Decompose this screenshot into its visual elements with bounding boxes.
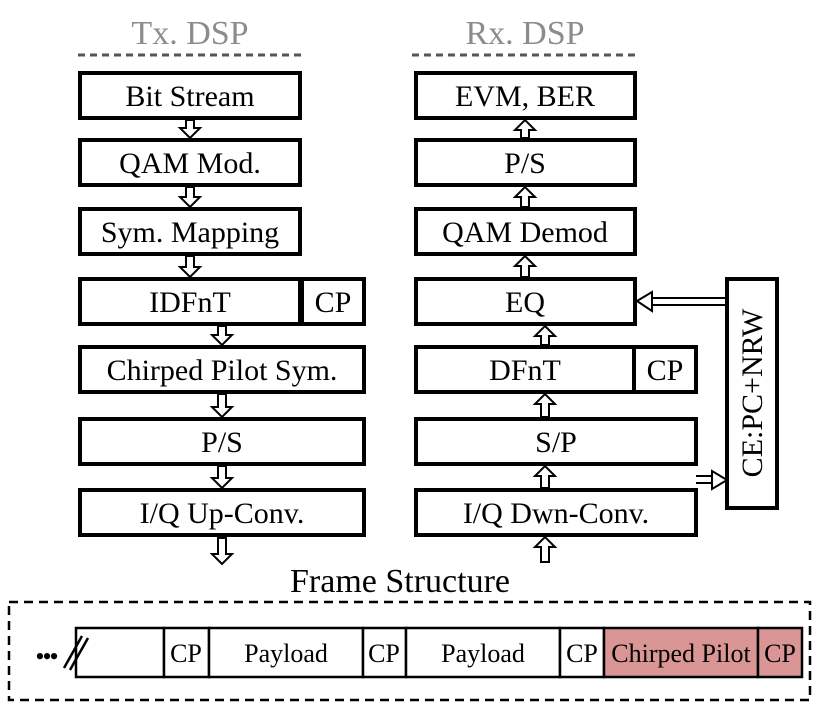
rx-block-label: S/P xyxy=(535,426,577,459)
rx-block-label: P/S xyxy=(504,147,546,180)
down-arrow-icon xyxy=(209,393,235,419)
up-arrow-icon xyxy=(532,392,558,418)
down-arrow-icon xyxy=(177,119,203,140)
svg-text:Chirped Pilot: Chirped Pilot xyxy=(611,639,751,668)
frame-cell-payload: Payload xyxy=(404,626,562,679)
right-arrow-icon xyxy=(711,469,729,491)
left-arrow-icon xyxy=(635,290,653,313)
tx-block-sym-mapping: Sym. Mapping xyxy=(78,207,302,256)
ce-to-eq-arrow xyxy=(635,290,727,313)
tx-block-iq-up-conv: I/Q Up-Conv. xyxy=(78,488,366,537)
rx-block-label: QAM Demod xyxy=(442,216,608,249)
down-arrow-icon xyxy=(209,325,235,347)
rx-title: Rx. DSP xyxy=(465,15,584,52)
svg-text:CP: CP xyxy=(566,639,598,668)
rx-block-iq-dwn-conv: I/Q Dwn-Conv. xyxy=(414,488,698,537)
frame-cell-cp: CP xyxy=(361,626,408,679)
up-arrow-icon xyxy=(512,254,538,278)
tx-block-label: P/S xyxy=(201,426,243,459)
sp-to-ce-arrow xyxy=(696,469,729,491)
rx-block-label: DFnT xyxy=(489,354,561,387)
svg-text:CP: CP xyxy=(764,639,796,668)
frame-cell-cp: CP xyxy=(162,626,211,679)
frame-cell-cp: CP xyxy=(558,626,606,679)
rx-block-label: EVM, BER xyxy=(455,80,595,113)
rx-block-evm-ber: EVM, BER xyxy=(414,71,637,120)
frame-cell-cp-pilot: CP xyxy=(756,626,804,679)
up-arrow-icon xyxy=(512,185,538,208)
frame-cell-chirped-pilot: Chirped Pilot xyxy=(602,626,760,679)
down-arrow-icon xyxy=(209,537,235,566)
tx-block-label: Sym. Mapping xyxy=(101,216,279,249)
svg-text:Payload: Payload xyxy=(244,639,328,668)
tx-block-bit-stream: Bit Stream xyxy=(78,71,302,120)
tx-block-label: I/Q Up-Conv. xyxy=(140,497,305,530)
tx-block-ps: P/S xyxy=(78,417,366,466)
tx-idfnt-cp-label: CP xyxy=(315,286,352,319)
rx-ce-label: CE:PC+NRW xyxy=(736,308,769,477)
up-arrow-icon xyxy=(532,535,558,563)
rx-dfnt-cp-label: CP xyxy=(647,354,684,387)
rx-block-eq: EQ xyxy=(414,277,637,326)
down-arrow-icon xyxy=(209,465,235,490)
rx-block-dfnt: DFnT CP xyxy=(414,345,698,394)
tx-block-label: Bit Stream xyxy=(125,80,254,113)
svg-text:CP: CP xyxy=(368,639,400,668)
rx-block-label: I/Q Dwn-Conv. xyxy=(463,497,649,530)
rx-block-ps: P/S xyxy=(414,138,637,187)
tx-block-label: Chirped Pilot Sym. xyxy=(107,354,338,387)
frame-cell-blank xyxy=(74,626,166,679)
rx-block-sp: S/P xyxy=(414,417,698,466)
tx-block-chirped-pilot-sym: Chirped Pilot Sym. xyxy=(78,345,366,394)
rx-ce-block: CE:PC+NRW xyxy=(725,277,779,510)
up-arrow-icon xyxy=(512,118,538,139)
tx-block-idfnt: IDFnT CP xyxy=(78,277,366,326)
down-arrow-icon xyxy=(177,186,203,209)
tx-title: Tx. DSP xyxy=(131,15,248,52)
frame-dashed-border xyxy=(7,600,812,702)
frame-ellipsis: ••• xyxy=(35,642,57,671)
svg-text:Payload: Payload xyxy=(441,639,525,668)
rx-block-label: EQ xyxy=(505,286,545,319)
tx-arrows xyxy=(177,119,235,566)
break-slash-icon xyxy=(62,635,90,671)
tx-block-qam-mod: QAM Mod. xyxy=(78,138,302,187)
up-arrow-icon xyxy=(532,324,558,346)
tx-block-label: IDFnT xyxy=(149,286,231,319)
frame-cell-payload: Payload xyxy=(207,626,365,679)
frame-title: Frame Structure xyxy=(290,563,510,600)
up-arrow-icon xyxy=(532,464,558,489)
rx-arrows xyxy=(512,118,558,563)
down-arrow-icon xyxy=(177,255,203,279)
rx-block-qam-demod: QAM Demod xyxy=(414,207,637,256)
tx-block-label: QAM Mod. xyxy=(119,147,261,180)
rx-dsp: Rx. DSP EVM, BER P/S QAM Demod EQ DFnT C… xyxy=(412,15,779,563)
svg-text:CP: CP xyxy=(170,639,202,668)
tx-dsp: Tx. DSP Bit Stream QAM Mod. Sym. Mapping… xyxy=(78,15,366,566)
frame-structure: Frame Structure ••• CP Payload CP P xyxy=(7,563,812,702)
frame-cells: CP Payload CP Payload CP Chirped Pilot xyxy=(74,626,804,679)
